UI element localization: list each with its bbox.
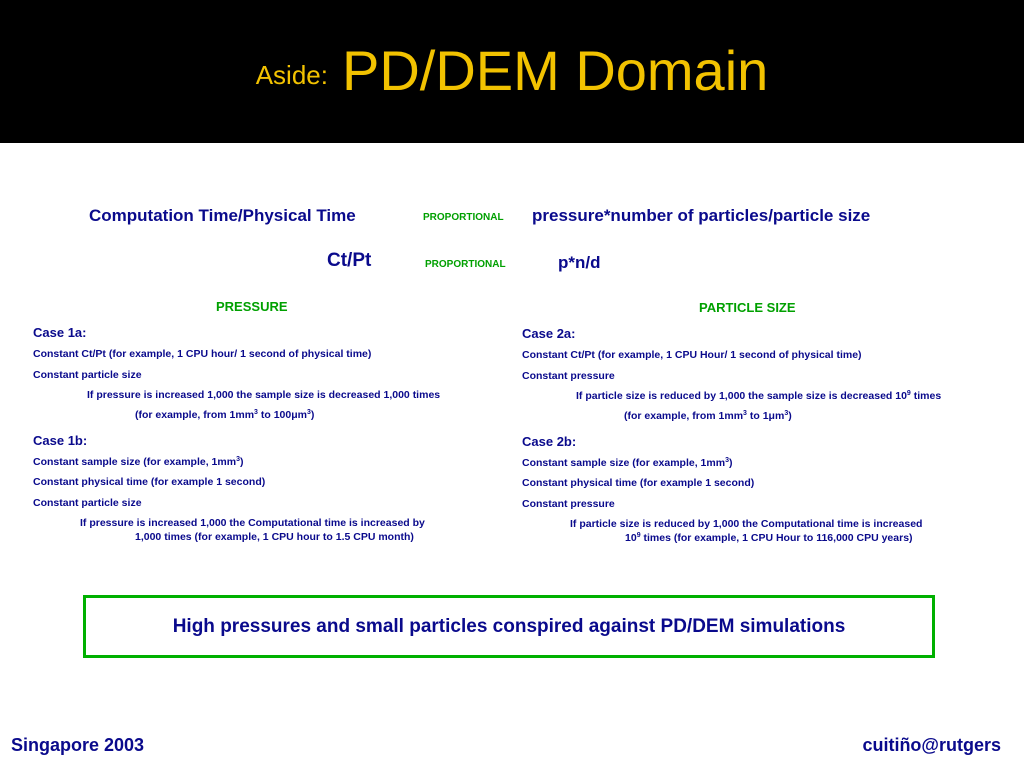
case-2b-line-1: Constant sample size (for example, 1mm3): [522, 457, 733, 469]
case-1a-line-2: Constant particle size: [33, 369, 142, 381]
title-main: PD/DEM Domain: [341, 39, 769, 102]
case-2b-line-3: Constant pressure: [522, 498, 615, 510]
case-1a-line-3: If pressure is increased 1,000 the sampl…: [87, 389, 441, 401]
case-2b-line-5: 109 times (for example, 1 CPU Hour to 11…: [625, 532, 913, 544]
case-2a-line-1: Constant Ct/Pt (for example, 1 CPU Hour/…: [522, 349, 862, 361]
case-1b-line-3: Constant particle size: [33, 497, 142, 509]
slide-title: Aside: PD/DEM Domain: [0, 38, 1024, 103]
case-1b-line-4: If pressure is increased 1,000 the Compu…: [80, 517, 425, 529]
formula-rhs: pressure*number of particles/particle si…: [532, 206, 871, 225]
conclusion-text: High pressures and small particles consp…: [172, 615, 846, 637]
case-1b-line-5: 1,000 times (for example, 1 CPU hour to …: [135, 531, 414, 543]
formula-short-rhs: p*n/d: [558, 253, 601, 272]
formula-short-lhs: Ct/Pt: [327, 250, 372, 271]
case-1b-line-1: Constant sample size (for example, 1mm3): [33, 456, 244, 468]
case-2b-line-4: If particle size is reduced by 1,000 the…: [570, 518, 923, 530]
footer-left: Singapore 2003: [11, 735, 145, 755]
pressure-header: PRESSURE: [216, 299, 288, 314]
case-1a-line-1: Constant Ct/Pt (for example, 1 CPU hour/…: [33, 348, 372, 360]
title-aside: Aside:: [255, 60, 328, 90]
formula-short-relation: PROPORTIONAL: [425, 259, 506, 270]
formula-relation: PROPORTIONAL: [423, 212, 504, 223]
case-1b-title: Case 1b:: [33, 433, 88, 448]
conclusion-box: High pressures and small particles consp…: [83, 595, 935, 658]
case-1b-line-2: Constant physical time (for example 1 se…: [33, 476, 266, 488]
case-2b-title: Case 2b:: [522, 434, 577, 449]
footer-right: cuitiño@rutgers: [862, 735, 1001, 755]
case-2a-title: Case 2a:: [522, 326, 576, 341]
particle-size-header: PARTICLE SIZE: [699, 300, 796, 315]
case-1a-line-4: (for example, from 1mm3 to 100μm3): [135, 409, 315, 421]
case-2a-line-3: If particle size is reduced by 1,000 the…: [576, 390, 942, 402]
formula-lhs: Computation Time/Physical Time: [89, 206, 356, 225]
case-2b-line-2: Constant physical time (for example 1 se…: [522, 477, 755, 489]
title-bar: [0, 0, 1024, 143]
case-2a-line-4: (for example, from 1mm3 to 1μm3): [624, 410, 792, 422]
case-2a-line-2: Constant pressure: [522, 370, 615, 382]
case-1a-title: Case 1a:: [33, 325, 87, 340]
